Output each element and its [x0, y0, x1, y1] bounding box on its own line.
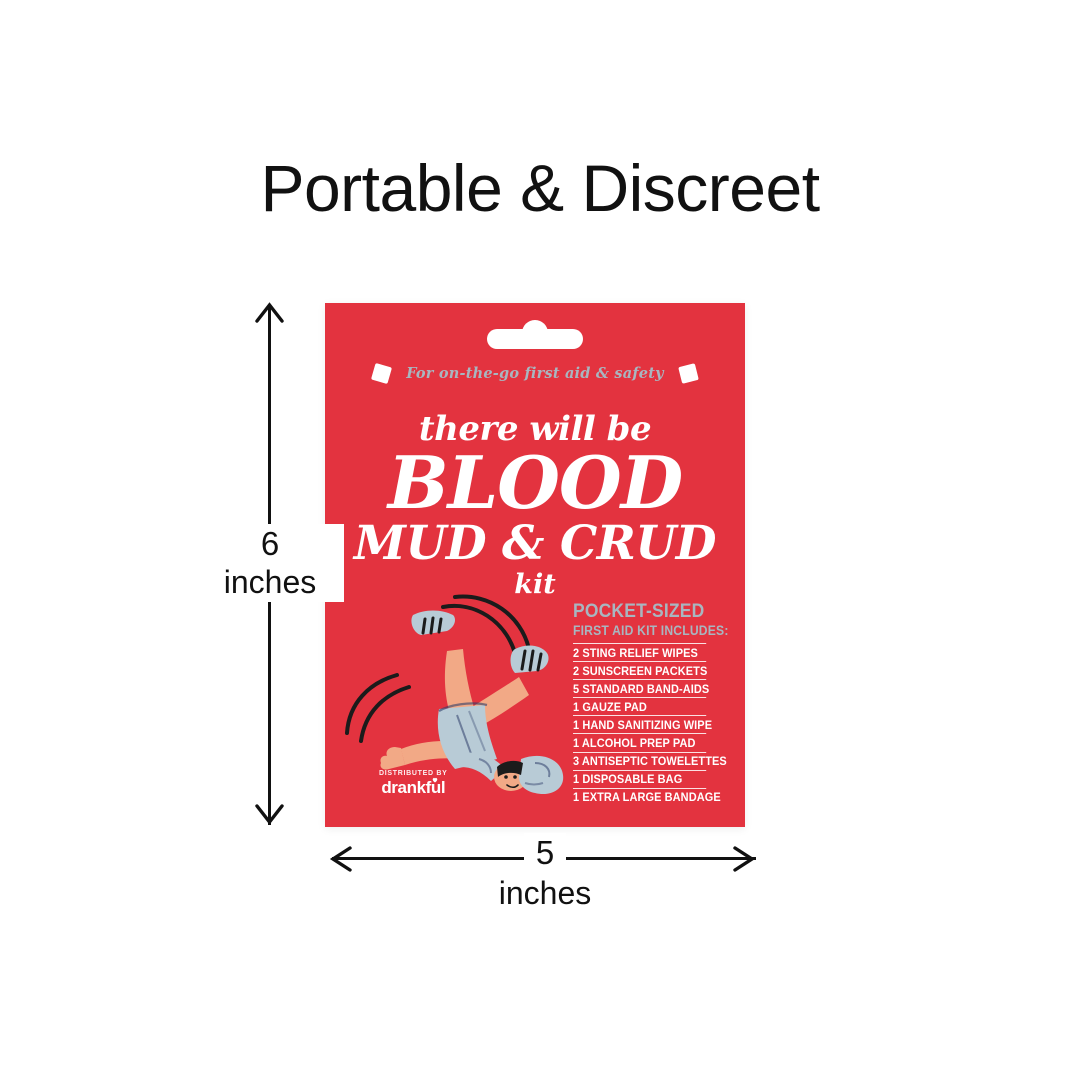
list-item: 1 ALCOHOL PREP PAD	[573, 733, 707, 751]
height-arrow-bottom-icon	[255, 804, 284, 825]
headline-line-4: kit	[514, 569, 556, 600]
list-item: 2 SUNSCREEN PACKETS	[573, 661, 707, 679]
height-arrow-top-icon	[255, 302, 284, 323]
headline-line-1: there will be	[418, 409, 652, 449]
headline-line-2: BLOOD	[387, 440, 683, 525]
brand-kicker: DISTRIBUTED BY	[379, 770, 448, 777]
height-unit: inches	[196, 563, 344, 602]
width-dimension-label: 5 inches	[430, 833, 660, 913]
width-arrow-right-icon	[733, 846, 756, 872]
list-item: 1 HAND SANITIZING WIPE	[573, 715, 712, 733]
headline-line-3: MUD & CRUD	[353, 516, 717, 571]
package-tagline-row: For on-the-go first aid & safety	[325, 360, 745, 386]
width-value: 5	[524, 833, 566, 873]
page-title: Portable & Discreet	[260, 151, 820, 225]
width-unit: inches	[498, 875, 592, 911]
falling-person-illustration	[345, 594, 564, 795]
diamond-left-icon	[371, 362, 393, 384]
list-item: 1 DISPOSABLE BAG	[573, 769, 707, 788]
list-item: 5 STANDARD BAND-AIDS	[573, 679, 709, 697]
package-tagline: For on-the-go first aid & safety	[406, 364, 664, 382]
contents-subtitle: FIRST AID KIT INCLUDES:	[573, 623, 729, 638]
height-dimension-label: 6 inches	[196, 524, 344, 602]
brand-name-text: drankful	[381, 778, 446, 797]
list-item: 1 EXTRA LARGE BANDAGE	[573, 787, 721, 806]
contents-title: POCKET-SIZED	[573, 601, 705, 622]
height-value: 6	[196, 524, 344, 563]
brand-name: drankful	[381, 777, 446, 797]
hang-hole-slot-icon	[487, 329, 583, 349]
product-package: For on-the-go first aid & safety there w…	[325, 303, 745, 827]
contents-list: 2 STING RELIEF WIPES 2 SUNSCREEN PACKETS…	[573, 643, 727, 806]
diamond-right-icon	[677, 362, 699, 384]
width-arrow-left-icon	[329, 846, 352, 872]
heart-icon	[432, 777, 437, 783]
list-item: 1 GAUZE PAD	[573, 697, 707, 715]
brand-mark: DISTRIBUTED BY drankful	[379, 769, 448, 798]
package-headline: there will be BLOOD MUD & CRUD kit	[325, 411, 745, 599]
package-contents-panel: POCKET-SIZED FIRST AID KIT INCLUDES: 2 S…	[573, 601, 729, 806]
list-item: 3 ANTISEPTIC TOWELETTES	[573, 751, 727, 770]
list-item: 2 STING RELIEF WIPES	[573, 643, 707, 661]
